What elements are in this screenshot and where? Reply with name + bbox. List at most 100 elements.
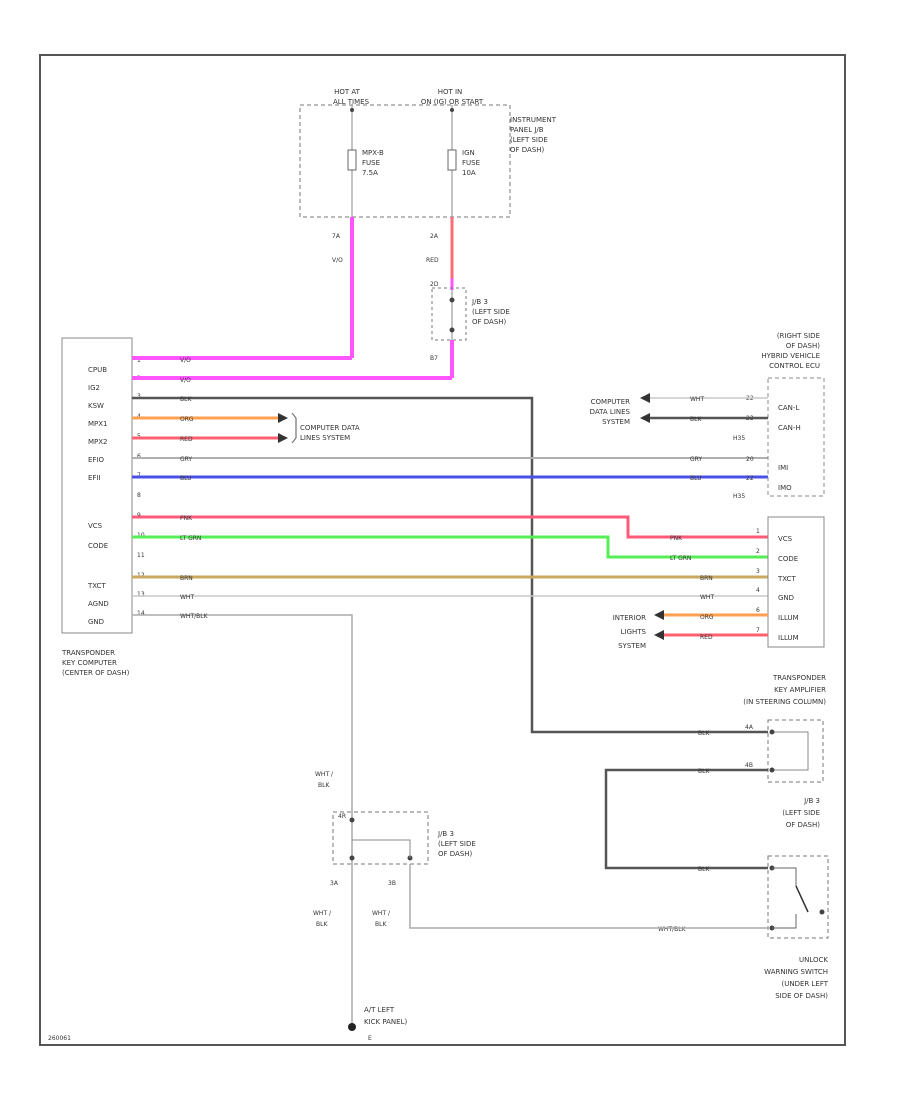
- wire-code-ltgrn: [132, 535, 768, 559]
- arrow-illum-2: [654, 630, 664, 640]
- wire-agnd-label: WHT: [180, 594, 194, 601]
- jb2-label-2: (LEFT SIDE: [782, 809, 820, 817]
- unlock-label-2: WARNING SWITCH: [764, 968, 828, 976]
- hvc-pin-imi: IMI: [778, 464, 788, 472]
- wire-efio-label: GRY: [180, 456, 192, 463]
- tkc-pin-ig2: IG2: [88, 384, 100, 392]
- instrument-panel-label-3: (LEFT SIDE: [510, 136, 548, 144]
- jb2-label-3: OF DASH): [786, 821, 821, 829]
- hvc-label-4: CONTROL ECU: [769, 362, 820, 370]
- fuse-a-label-2: FUSE: [362, 159, 380, 167]
- jb2-pin-1: 4A: [745, 724, 754, 731]
- jb1-label-2: (LEFT SIDE: [472, 308, 510, 316]
- instrument-panel-label-1: INSTRUMENT: [510, 116, 557, 124]
- hvc-pin-canh: CAN-H: [778, 424, 801, 432]
- amp-pin-vcs: VCS: [778, 535, 793, 543]
- ground-point: A/T LEFT KICK PANEL) E: [348, 1006, 407, 1042]
- jb3-wire-top-1: WHT /: [315, 771, 334, 778]
- arrow-can-1: [640, 393, 650, 403]
- hvc-cdl-3: SYSTEM: [602, 418, 630, 426]
- tkc-pinno-8: 8: [137, 492, 141, 499]
- switch-wire-blk: BLK: [698, 866, 710, 873]
- cdl-label-2: LINES SYSTEM: [300, 434, 350, 442]
- cdl-label-1: COMPUTER DATA: [300, 424, 360, 432]
- interior-lights-2: LIGHTS: [621, 628, 647, 636]
- arrow-can-2: [640, 413, 650, 423]
- amp-pin-txct: TXCT: [777, 575, 796, 583]
- jb3-wire-left-1: WHT /: [313, 910, 332, 917]
- tkc-label-2: KEY COMPUTER: [62, 659, 117, 667]
- tkc-pin-code: CODE: [88, 542, 108, 550]
- amp-wire-wht: WHT: [700, 594, 714, 601]
- amp-pinno-4: 4: [756, 587, 760, 594]
- tkc-pin-mpx1: MPX1: [88, 420, 108, 428]
- tkc-pinno-6: 6: [137, 453, 141, 460]
- hvc-pin-canl: CAN-L: [778, 404, 799, 412]
- hvc-wire-blk: BLK: [690, 416, 702, 423]
- unlock-label-4: SIDE OF DASH): [775, 992, 828, 1000]
- wire-ksw-blk: [132, 396, 768, 734]
- wire-jb2-to-switch: [604, 768, 768, 870]
- fuse-b-label-2: FUSE: [462, 159, 480, 167]
- amp-pinno-7: 7: [756, 627, 760, 634]
- wire-gnd-label: WHT/BLK: [180, 613, 209, 620]
- wire-mpx1-label: ORG: [180, 416, 194, 423]
- amp-pin-illum-2: ILLUM: [778, 634, 799, 642]
- interior-lights-1: INTERIOR: [613, 614, 646, 622]
- tkc-pin-vcs: VCS: [88, 522, 103, 530]
- hvc-wire-blu: BLU: [690, 475, 702, 482]
- fuse-box: HOT AT ALL TIMES HOT IN ON (IG) OR START…: [299, 88, 557, 264]
- jb2-label-1: J/B 3: [803, 797, 820, 805]
- tkc-pin-gnd: GND: [88, 618, 104, 626]
- hvc-label-3: HYBRID VEHICLE: [761, 352, 820, 360]
- fuse-a-label-3: 7.5A: [362, 169, 378, 177]
- tkc-pinno-13: 13: [137, 591, 145, 598]
- amp-wire-brn: BRN: [700, 575, 713, 582]
- tkc-pinno-1: 1: [137, 357, 141, 364]
- jb3-wire-top-2: BLK: [318, 782, 330, 789]
- transponder-key-computer: CPUB IG2 KSW MPX1 MPX2 EFIO EFII VCS COD…: [61, 337, 145, 634]
- tkc-pinno-3: 3: [137, 393, 141, 400]
- amp-wire-pnk: PNK: [670, 535, 683, 542]
- wire-vcs-label: PNK: [180, 515, 193, 522]
- tkc-pinno-11: 11: [137, 552, 145, 559]
- junction-block-right: 4A 4B J/B 3 (LEFT SIDE OF DASH): [745, 719, 824, 829]
- unlock-label-3: (UNDER LEFT: [782, 980, 829, 988]
- hvc-pinno-4: 22: [746, 475, 754, 482]
- fuse-b-label-3: 10A: [462, 169, 476, 177]
- hvc-connector-b: H35: [733, 493, 745, 500]
- tkc-pin-mpx2: MPX2: [88, 438, 108, 446]
- jb1-pin-bottom: B7: [430, 355, 438, 362]
- tkc-pin-cpub: CPUB: [88, 366, 107, 374]
- tkc-pin-agnd: AGND: [88, 600, 109, 608]
- tkc-pin-efio: EFIO: [88, 456, 105, 464]
- fuse-a-label-1: MPX-B: [362, 149, 384, 157]
- unlock-warning-switch: [767, 855, 829, 939]
- jb1-pin-top: 2D: [430, 281, 439, 288]
- tkc-pin-efii: EFII: [88, 474, 101, 482]
- ground-icon: [348, 1023, 356, 1031]
- junction-block-lower: 4R J/B 3 (LEFT SIDE OF DASH) 3A 3B: [330, 811, 476, 887]
- hvc-connector-a: H35: [733, 435, 745, 442]
- wire-ig2-label: V/O: [180, 377, 191, 384]
- hvc-pin-imo: IMO: [778, 484, 792, 492]
- jb3-pin-right: 3B: [388, 880, 396, 887]
- jb3-label-3: OF DASH): [438, 850, 473, 858]
- jb3-wire-right-1: WHT /: [372, 910, 391, 917]
- wire-ksw-label: BLK: [180, 396, 192, 403]
- wire-mpx2-label: RED: [180, 436, 193, 443]
- ground-label-1: A/T LEFT: [364, 1006, 395, 1014]
- fuse-b-label-1: IGN: [462, 149, 475, 157]
- bracket-cdl: [291, 412, 297, 444]
- hybrid-vehicle-control-ecu: (RIGHT SIDE OF DASH) HYBRID VEHICLE CONT…: [733, 332, 825, 500]
- jb1-label-3: OF DASH): [472, 318, 507, 326]
- hvc-label-2: OF DASH): [786, 342, 821, 350]
- amp-label-2: KEY AMPLIFIER: [774, 686, 826, 694]
- jb3-label-1: J/B 3: [437, 830, 454, 838]
- fuse-a-symbol: [347, 149, 357, 171]
- tkc-pin-txct: TXCT: [87, 582, 106, 590]
- wire-cpub-label: V/O: [180, 357, 191, 364]
- diagram-frame: [39, 54, 846, 1046]
- hot-at-all-times-line1: HOT AT: [334, 88, 361, 96]
